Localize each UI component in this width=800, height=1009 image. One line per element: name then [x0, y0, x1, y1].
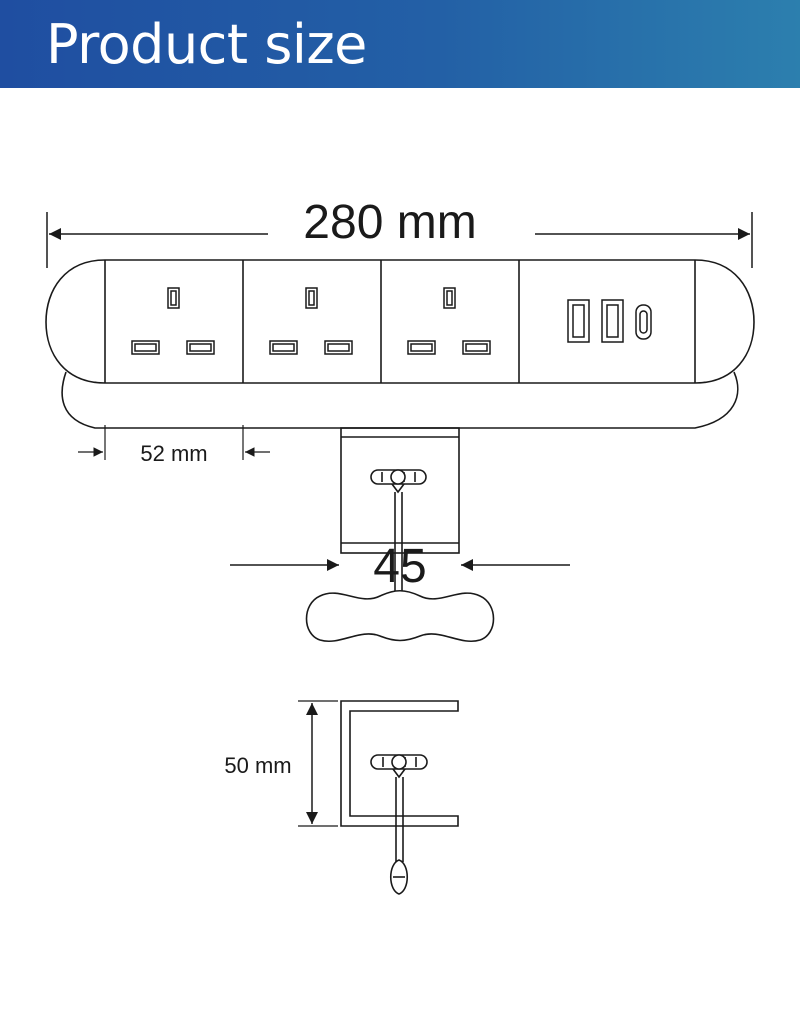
header-banner: Product size — [0, 0, 800, 88]
total-length-label: 280 mm — [303, 196, 476, 249]
clamp-width-label: 45 — [373, 540, 426, 593]
clamp-height-label: 50 mm — [224, 753, 291, 778]
strip-shell — [61, 371, 739, 429]
usb-a-port-icon — [601, 299, 624, 343]
strip-top-face — [45, 259, 755, 384]
total-length-dimension: 280 mm — [46, 196, 753, 268]
usb-a-port-icon — [567, 299, 590, 343]
clamp-width-dimension: 45 — [230, 540, 570, 593]
clamp-height-dimension: 50 mm — [224, 700, 338, 827]
power-strip-body — [45, 259, 755, 429]
uk-socket-icon — [269, 287, 353, 355]
clamp-front-view — [305, 427, 495, 642]
uk-socket-icon — [131, 287, 215, 355]
page-title: Product size — [46, 13, 367, 76]
socket-width-label: 52 mm — [140, 441, 207, 466]
clamp-side-view — [340, 700, 459, 895]
socket-width-dimension: 52 mm — [78, 425, 270, 466]
usb-c-port-icon — [635, 304, 652, 340]
uk-socket-icon — [407, 287, 491, 355]
